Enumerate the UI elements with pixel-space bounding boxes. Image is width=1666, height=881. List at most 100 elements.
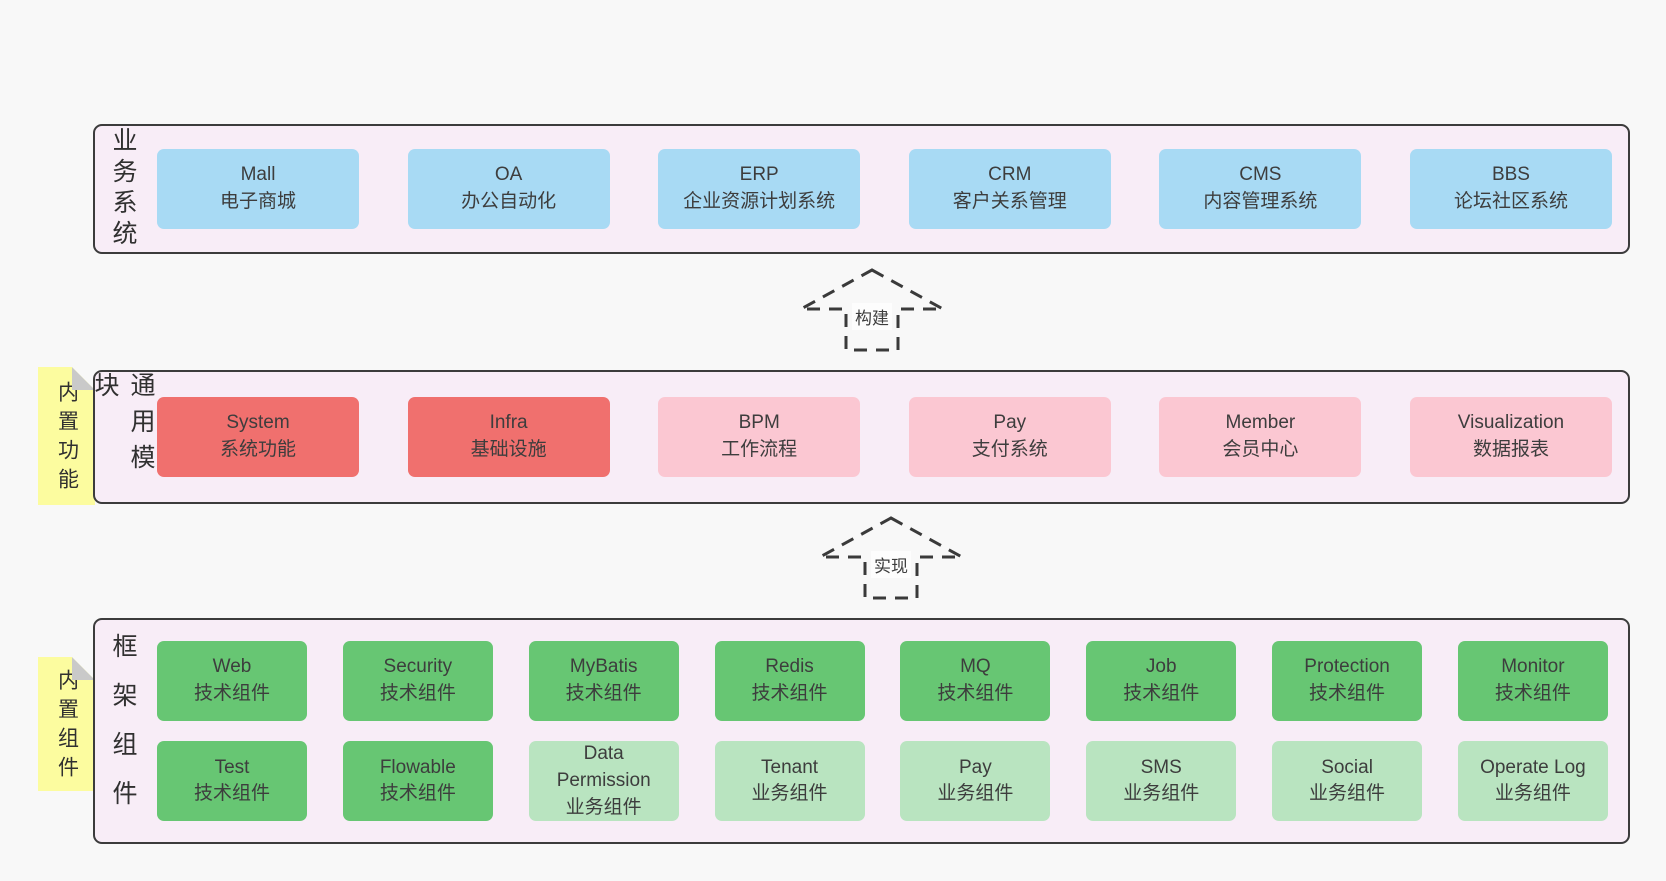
module-subtitle: 业务组件 [1123, 783, 1200, 805]
module-box-crm: CRM 客户关系管理 [908, 149, 1111, 229]
module-subtitle: 业务组件 [1494, 783, 1571, 805]
module-box-sms: SMS 业务组件 [1086, 741, 1237, 822]
module-subtitle: 技术组件 [751, 682, 828, 704]
module-name: MQ [960, 656, 991, 678]
module-name: Redis [765, 656, 814, 678]
module-name: ERP [739, 164, 779, 186]
module-subtitle: 论坛社区系统 [1453, 191, 1568, 212]
module-subtitle: 业务组件 [1309, 783, 1386, 805]
module-box-security: Security 技术组件 [342, 640, 493, 721]
module-row: Mall 电子商城 OA 办公自动化 ERP 企业资源计划系统 CRM 客户关系管理 CMS 内容… [151, 126, 1628, 252]
module-name: BPM [738, 412, 780, 434]
folded-corner-icon [72, 657, 95, 680]
module-subtitle: 技术组件 [193, 682, 270, 704]
module-name: Mall [240, 164, 276, 186]
module-box-pay: Pay 支付系统 [908, 397, 1111, 477]
module-box-redis: Redis 技术组件 [714, 640, 865, 721]
band-title-business-systems: 业务系统 [95, 126, 151, 252]
module-box-oa: OA 办公自动化 [407, 149, 610, 229]
arrow-label: 构建 [852, 303, 892, 330]
module-box-flowable: Flowable 技术组件 [342, 741, 493, 822]
module-name: OA [494, 164, 523, 186]
module-name: Protection [1304, 656, 1390, 678]
module-name: System [226, 412, 290, 434]
module-subtitle: 办公自动化 [461, 191, 557, 212]
module-name: MyBatis [569, 656, 638, 678]
module-subtitle: 客户关系管理 [952, 191, 1067, 212]
module-name: CMS [1239, 164, 1282, 186]
module-box-erp: ERP 企业资源计划系统 [658, 149, 861, 229]
module-name: CRM [988, 164, 1032, 186]
sticky-note-built-in-features: 内置功能 [38, 367, 95, 505]
arrow-label: 实现 [871, 551, 911, 578]
module-name: Test [214, 756, 250, 778]
sticky-note-text: 内置功能 [55, 381, 79, 497]
module-subtitle: 技术组件 [937, 682, 1014, 704]
module-subtitle: 技术组件 [565, 682, 642, 704]
module-box-bpm: BPM 工作流程 [658, 397, 861, 477]
module-box-social: Social 业务组件 [1272, 741, 1423, 822]
module-subtitle: 技术组件 [1309, 682, 1386, 704]
module-name: BBS [1491, 164, 1530, 186]
module-box-system: System 系统功能 [157, 397, 359, 477]
band-title-framework-components: 框架组件 [95, 620, 151, 842]
module-subtitle: 内容管理系统 [1203, 191, 1318, 212]
module-box-protection: Protection 技术组件 [1272, 640, 1423, 721]
band-title-text: 通用模块 [91, 372, 155, 480]
module-name: Infra [489, 412, 528, 434]
module-name: Social [1321, 756, 1373, 778]
module-subtitle: 工作流程 [721, 439, 798, 460]
module-subtitle: 数据报表 [1472, 439, 1549, 460]
arrow-up-build: 构建 [797, 266, 947, 354]
dashed-up-arrow-icon [819, 516, 963, 600]
module-subtitle: 技术组件 [379, 682, 456, 704]
module-subtitle: 电子商城 [219, 191, 296, 212]
band-title-common-modules: 通用模块 [91, 372, 155, 502]
module-subtitle: 技术组件 [1123, 682, 1200, 704]
module-box-visualization: Visualization 数据报表 [1409, 397, 1612, 477]
module-box-mq: MQ 技术组件 [900, 640, 1051, 721]
module-name: Tenant [761, 756, 819, 778]
band-business-systems: 业务系统 Mall 电子商城 OA 办公自动化 ERP 企业资源计划系统 CRM 客户关系管理… [93, 124, 1630, 254]
module-name: Pay [959, 756, 992, 778]
module-name: Operate Log [1480, 756, 1586, 778]
module-name: Security [383, 656, 453, 678]
module-name: Pay [993, 412, 1027, 434]
module-subtitle: 会员中心 [1222, 439, 1299, 460]
module-subtitle: 支付系统 [971, 439, 1048, 460]
module-subtitle: 业务组件 [565, 796, 642, 818]
module-name: Flowable [379, 756, 456, 778]
module-subtitle: 技术组件 [379, 783, 456, 805]
band-title-text: 业务系统 [109, 127, 137, 251]
sticky-note-text: 内置组件 [55, 669, 79, 785]
module-name: SMS [1140, 756, 1182, 778]
dashed-up-arrow-icon [800, 268, 944, 352]
module-subtitle: 企业资源计划系统 [683, 191, 836, 212]
module-box-data-permission: Data Permission 业务组件 [528, 741, 679, 822]
module-box-web: Web 技术组件 [157, 640, 307, 721]
module-name: Web [212, 656, 252, 678]
module-box-mybatis: MyBatis 技术组件 [528, 640, 679, 721]
module-box-operate-log: Operate Log 业务组件 [1457, 741, 1608, 822]
module-subtitle: 业务组件 [751, 783, 828, 805]
module-name: Data Permission [556, 743, 651, 792]
module-name: Monitor [1501, 656, 1565, 678]
module-box-cms: CMS 内容管理系统 [1159, 149, 1362, 229]
module-name: Visualization [1457, 412, 1565, 434]
band-title-text: 框架组件 [109, 633, 137, 829]
module-subtitle: 系统功能 [219, 439, 296, 460]
arrow-up-implement: 实现 [816, 514, 966, 602]
